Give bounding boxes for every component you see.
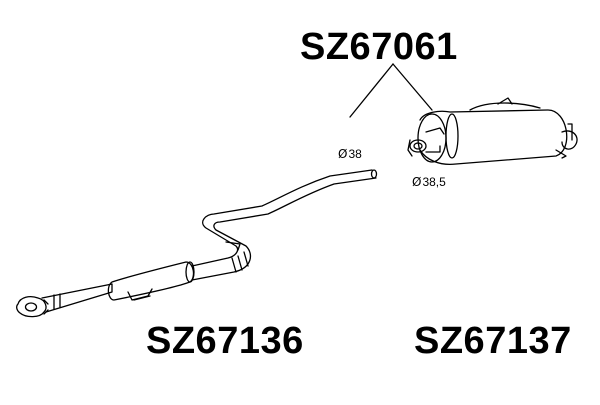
part-number-front-pipe: SZ67136 [146,320,304,362]
diameter-symbol: Ø [412,175,422,189]
diameter-symbol: Ø [338,147,348,161]
intermediate-pipe [191,169,378,281]
front-flange [16,296,49,318]
callout-lines [349,63,433,118]
part-number-rear-silencer: SZ67137 [414,320,572,362]
rear-silencer [407,97,578,166]
box-diameter-value: 38,5 [422,175,446,189]
front-pipe [41,283,113,313]
middle-silencer [107,261,195,301]
box-diameter-label: Ø38,5 [412,176,446,188]
pipe-diameter-label: Ø38 [338,148,362,160]
pipe-diameter-value: 38 [348,147,362,161]
part-number-rear-kit: SZ67061 [300,26,458,68]
